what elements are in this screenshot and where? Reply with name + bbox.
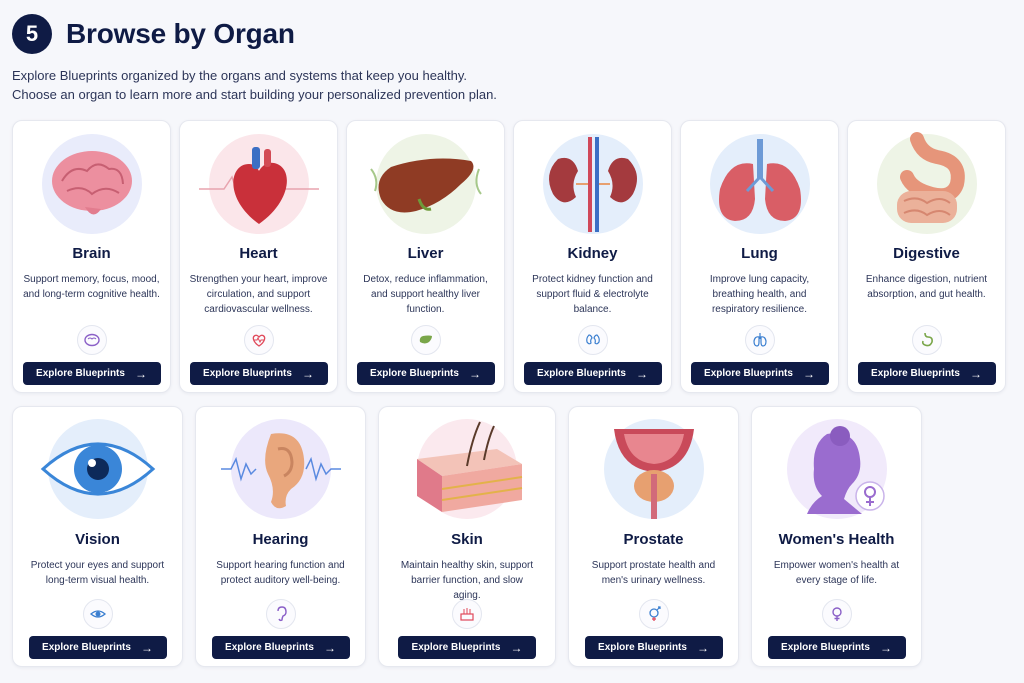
arrow-right-icon: → <box>468 366 481 381</box>
skin-illustration <box>402 413 532 525</box>
button-label: Explore Blueprints <box>225 642 314 653</box>
button-label: Explore Blueprints <box>781 642 870 653</box>
intro-text: Explore Blueprints organized by the orga… <box>12 66 497 104</box>
organ-title: Liver <box>407 245 444 262</box>
organ-card-liver[interactable]: Liver Detox, reduce inflammation, and su… <box>346 120 505 393</box>
button-label: Explore Blueprints <box>704 368 793 379</box>
ear-icon <box>265 599 296 629</box>
brain-illustration <box>27 129 157 239</box>
explore-blueprints-button-liver[interactable]: Explore Blueprints → <box>356 362 495 385</box>
organ-card-skin[interactable]: Skin Maintain healthy skin, support barr… <box>378 406 556 667</box>
hearing-illustration <box>216 413 346 525</box>
brain-icon <box>76 325 107 355</box>
organ-description: Strengthen your heart, improve circulati… <box>189 274 328 315</box>
liver-illustration <box>361 129 491 239</box>
organ-card-brain[interactable]: Brain Support memory, focus, mood, and l… <box>12 120 171 393</box>
arrow-right-icon: → <box>696 640 709 655</box>
arrow-right-icon: → <box>635 366 648 381</box>
organ-grid-row-2: Vision Protect your eyes and support lon… <box>12 406 922 667</box>
button-label: Explore Blueprints <box>598 642 687 653</box>
prostate-illustration <box>589 413 719 525</box>
female-icon <box>821 599 852 629</box>
organ-description: Support hearing function and protect aud… <box>216 560 345 586</box>
lung-icon <box>744 325 775 355</box>
organ-title: Heart <box>239 245 278 262</box>
explore-blueprints-button-hearing[interactable]: Explore Blueprints → <box>211 636 350 659</box>
liver-icon <box>410 325 441 355</box>
heart-icon <box>243 325 274 355</box>
organ-grid-row-1: Brain Support memory, focus, mood, and l… <box>12 120 1006 393</box>
digestive-illustration <box>862 129 992 239</box>
button-label: Explore Blueprints <box>537 368 626 379</box>
organ-title: Prostate <box>623 531 684 548</box>
organ-card-kidney[interactable]: Kidney Protect kidney function and suppo… <box>513 120 672 393</box>
organ-title: Brain <box>72 245 111 262</box>
organ-description: Empower women's health at every stage of… <box>773 560 900 586</box>
arrow-right-icon: → <box>301 366 314 381</box>
button-label: Explore Blueprints <box>871 368 960 379</box>
organ-description: Improve lung capacity, breathing health,… <box>709 274 810 315</box>
organ-description: Protect kidney function and support flui… <box>532 274 653 315</box>
explore-blueprints-button-lung[interactable]: Explore Blueprints → <box>690 362 829 385</box>
male-female-icon <box>638 599 669 629</box>
womens-health-illustration <box>772 413 902 525</box>
explore-blueprints-button-heart[interactable]: Explore Blueprints → <box>189 362 328 385</box>
organ-card-womens-health[interactable]: Women's Health Empower women's health at… <box>751 406 922 667</box>
organ-card-lung[interactable]: Lung Improve lung capacity, breathing he… <box>680 120 839 393</box>
arrow-right-icon: → <box>879 640 892 655</box>
organ-description: Protect your eyes and support long-term … <box>30 560 165 586</box>
organ-card-vision[interactable]: Vision Protect your eyes and support lon… <box>12 406 183 667</box>
kidney-illustration <box>528 129 658 239</box>
page-title: Browse by Organ <box>66 18 295 49</box>
button-label: Explore Blueprints <box>203 368 292 379</box>
button-label: Explore Blueprints <box>370 368 459 379</box>
explore-blueprints-button-womens-health[interactable]: Explore Blueprints → <box>767 636 906 659</box>
lung-illustration <box>695 129 825 239</box>
arrow-right-icon: → <box>140 640 153 655</box>
organ-description: Enhance digestion, nutrient absorption, … <box>865 274 988 300</box>
arrow-right-icon: → <box>323 640 336 655</box>
kidney-icon <box>577 325 608 355</box>
button-label: Explore Blueprints <box>411 642 501 653</box>
organ-title: Vision <box>75 531 120 548</box>
organ-title: Lung <box>741 245 778 262</box>
explore-blueprints-button-skin[interactable]: Explore Blueprints → <box>398 636 536 659</box>
organ-card-prostate[interactable]: Prostate Support prostate health and men… <box>568 406 739 667</box>
explore-blueprints-button-digestive[interactable]: Explore Blueprints → <box>857 362 996 385</box>
organ-title: Hearing <box>252 531 309 548</box>
organ-description: Detox, reduce inflammation, and support … <box>363 274 488 315</box>
explore-blueprints-button-kidney[interactable]: Explore Blueprints → <box>523 362 662 385</box>
arrow-right-icon: → <box>510 640 523 655</box>
organ-description: Support prostate health and men's urinar… <box>591 560 716 586</box>
organ-title: Kidney <box>567 245 618 262</box>
organ-card-hearing[interactable]: Hearing Support hearing function and pro… <box>195 406 366 667</box>
arrow-right-icon: → <box>802 366 815 381</box>
organ-title: Skin <box>451 531 483 548</box>
stomach-icon <box>911 325 942 355</box>
organ-title: Digestive <box>893 245 960 262</box>
organ-card-digestive[interactable]: Digestive Enhance digestion, nutrient ab… <box>847 120 1006 393</box>
heart-illustration <box>194 129 324 239</box>
organ-description: Support memory, focus, mood, and long-te… <box>23 274 160 300</box>
explore-blueprints-button-vision[interactable]: Explore Blueprints → <box>28 636 167 659</box>
intro-line-1: Explore Blueprints organized by the orga… <box>12 68 468 83</box>
eye-icon <box>82 599 113 629</box>
organ-card-heart[interactable]: Heart Strengthen your heart, improve cir… <box>179 120 338 393</box>
intro-line-2: Choose an organ to learn more and start … <box>12 87 497 102</box>
step-number-badge: 5 <box>12 14 52 54</box>
skin-icon <box>452 599 482 629</box>
organ-description: Maintain healthy skin, support barrier f… <box>400 560 534 601</box>
organ-title: Women's Health <box>778 531 895 548</box>
arrow-right-icon: → <box>969 366 982 381</box>
explore-blueprints-button-brain[interactable]: Explore Blueprints → <box>22 362 161 385</box>
section-header: 5 Browse by Organ <box>12 14 295 54</box>
vision-illustration <box>33 413 163 525</box>
button-label: Explore Blueprints <box>36 368 125 379</box>
explore-blueprints-button-prostate[interactable]: Explore Blueprints → <box>584 636 723 659</box>
arrow-right-icon: → <box>134 366 147 381</box>
button-label: Explore Blueprints <box>42 642 131 653</box>
